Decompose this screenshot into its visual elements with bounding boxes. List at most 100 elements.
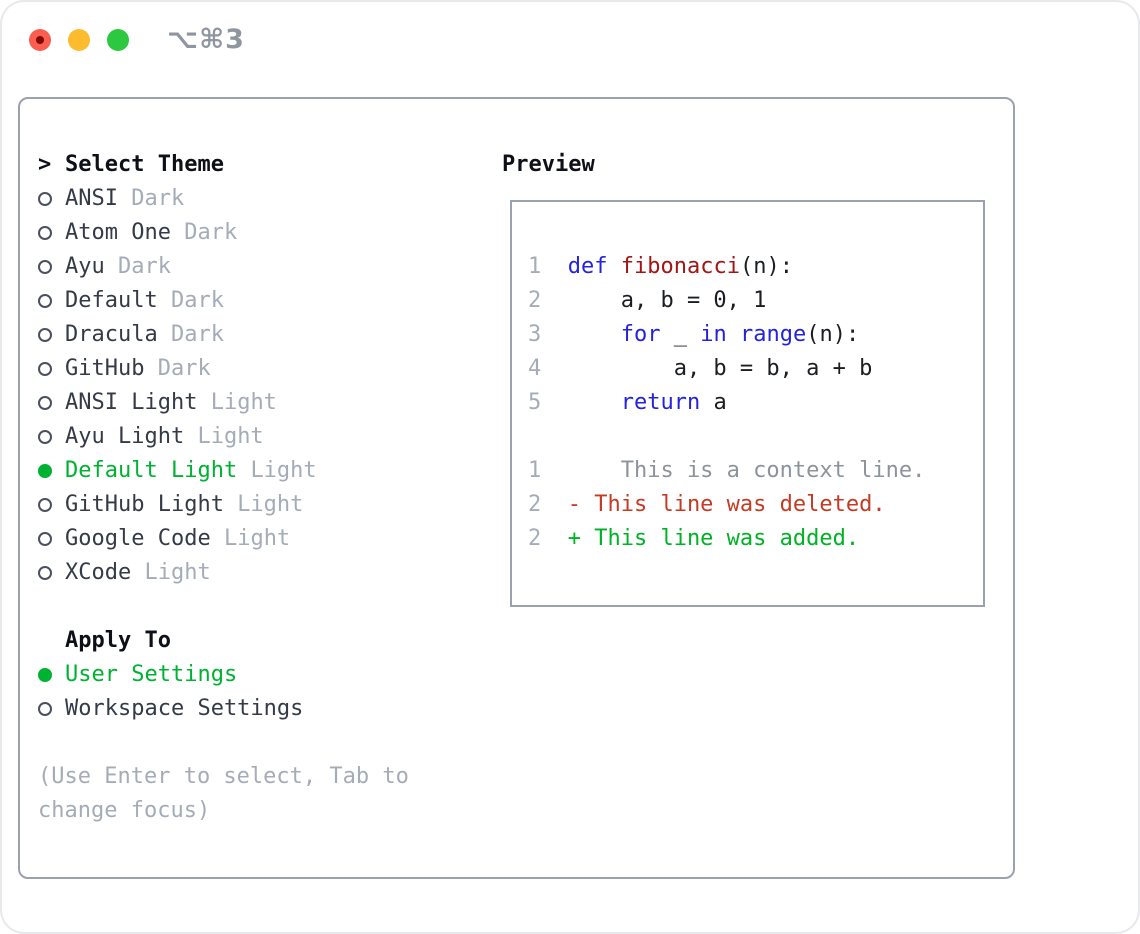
keyboard-shortcut-label: ⌥⌘3	[167, 24, 245, 55]
option-label: GitHub Light	[65, 492, 238, 517]
code-segment: def	[567, 254, 608, 279]
radio-unselected-icon	[38, 328, 52, 342]
code-segment: fibonacci	[620, 254, 740, 279]
radio-marker	[38, 328, 65, 342]
radio-unselected-icon	[38, 294, 52, 308]
option-label: Atom One	[65, 220, 185, 245]
preview-code-line: 1 This is a context line.	[528, 454, 983, 488]
window-titlebar: ⌥⌘3	[29, 26, 245, 54]
theme-option[interactable]: GitHub Dark	[38, 352, 478, 386]
line-number: 5	[528, 390, 542, 415]
code-segment: a, b = 0, 1	[567, 288, 767, 313]
line-number: 4	[528, 356, 542, 381]
theme-option[interactable]: Ayu Dark	[38, 250, 478, 284]
radio-marker	[38, 566, 65, 580]
code-segment	[568, 390, 621, 415]
close-button[interactable]	[29, 29, 51, 51]
option-label: Dracula	[65, 322, 171, 347]
code-segment: return	[620, 390, 701, 415]
option-variant-label: Light	[210, 390, 277, 415]
code-segment: _	[660, 322, 701, 347]
option-variant-label: Dark	[117, 254, 171, 279]
option-variant-label: Light	[237, 492, 304, 517]
option-label: Default	[65, 288, 171, 313]
radio-marker	[38, 362, 65, 376]
option-label: GitHub	[65, 356, 158, 381]
theme-option[interactable]: ANSI Dark	[38, 182, 478, 216]
radio-marker	[38, 430, 65, 444]
preview-code-line: 2 a, b = 0, 1	[528, 284, 983, 318]
option-label: XCode	[65, 560, 145, 585]
preview-header: Preview	[502, 148, 1013, 182]
radio-unselected-icon	[38, 702, 52, 716]
preview-code-line: 3 for _ in range(n):	[528, 318, 983, 352]
radio-marker	[38, 498, 65, 512]
apply-to-option[interactable]: User Settings	[38, 658, 478, 692]
code-segment: (n):	[806, 322, 860, 347]
line-number: 3	[528, 322, 542, 347]
theme-option[interactable]: Ayu Light Light	[38, 420, 478, 454]
code-segment: a, b = b, a + b	[567, 356, 873, 381]
radio-unselected-icon	[38, 260, 52, 274]
code-segment: - This line was deleted.	[567, 492, 886, 517]
theme-option[interactable]: Default Light Light	[38, 454, 478, 488]
unsaved-changes-dot-icon	[36, 36, 44, 44]
preview-code-line: 4 a, b = b, a + b	[528, 352, 983, 386]
spacer	[38, 726, 478, 760]
option-variant-label: Dark	[170, 288, 224, 313]
option-label: ANSI	[65, 186, 132, 211]
theme-option[interactable]: Atom One Dark	[38, 216, 478, 250]
radio-marker	[38, 396, 65, 410]
radio-marker	[38, 226, 65, 240]
option-label: Ayu	[65, 254, 118, 279]
theme-option[interactable]: XCode Light	[38, 556, 478, 590]
theme-option[interactable]: ANSI Light Light	[38, 386, 478, 420]
theme-option[interactable]: Dracula Dark	[38, 318, 478, 352]
radio-unselected-icon	[38, 396, 52, 410]
option-variant-label: Light	[250, 458, 317, 483]
code-segment: range	[739, 322, 807, 347]
option-label: Workspace Settings	[65, 696, 304, 721]
option-label: User Settings	[65, 662, 238, 687]
code-segment: This is a context line.	[567, 458, 926, 483]
option-variant-label: Dark	[184, 220, 238, 245]
radio-selected-icon	[38, 668, 52, 682]
radio-marker	[38, 192, 65, 206]
apply-to-header: Apply To	[38, 624, 478, 658]
line-number: 1	[528, 458, 542, 483]
preview-title: Preview	[502, 152, 595, 177]
option-label: ANSI Light	[65, 390, 211, 415]
code-segment: for	[620, 322, 661, 347]
code-segment: a	[700, 390, 727, 415]
hint-text: (Use Enter to select, Tab to change focu…	[38, 764, 409, 823]
theme-option[interactable]: Google Code Light	[38, 522, 478, 556]
radio-marker	[38, 668, 65, 682]
theme-option[interactable]: Default Dark	[38, 284, 478, 318]
preview-blank-line	[528, 420, 983, 454]
preview-code-line: 2- This line was deleted.	[528, 488, 983, 522]
preview-code-line: 5 return a	[528, 386, 983, 420]
theme-option[interactable]: GitHub Light Light	[38, 488, 478, 522]
line-number: 1	[528, 254, 542, 279]
option-variant-label: Dark	[157, 356, 211, 381]
minimize-button[interactable]	[68, 29, 90, 51]
line-number: 2	[528, 288, 542, 313]
radio-unselected-icon	[38, 226, 52, 240]
option-variant-label: Light	[197, 424, 264, 449]
apply-to-option[interactable]: Workspace Settings	[38, 692, 478, 726]
spacer	[38, 590, 478, 624]
option-variant-label: Dark	[170, 322, 224, 347]
radio-marker	[38, 260, 65, 274]
select-theme-title: Select Theme	[65, 152, 224, 177]
radio-unselected-icon	[38, 532, 52, 546]
maximize-button[interactable]	[107, 29, 129, 51]
code-segment: in	[700, 322, 727, 347]
option-label: Default Light	[65, 458, 251, 483]
option-variant-label: Light	[223, 526, 291, 551]
radio-unselected-icon	[38, 566, 52, 580]
